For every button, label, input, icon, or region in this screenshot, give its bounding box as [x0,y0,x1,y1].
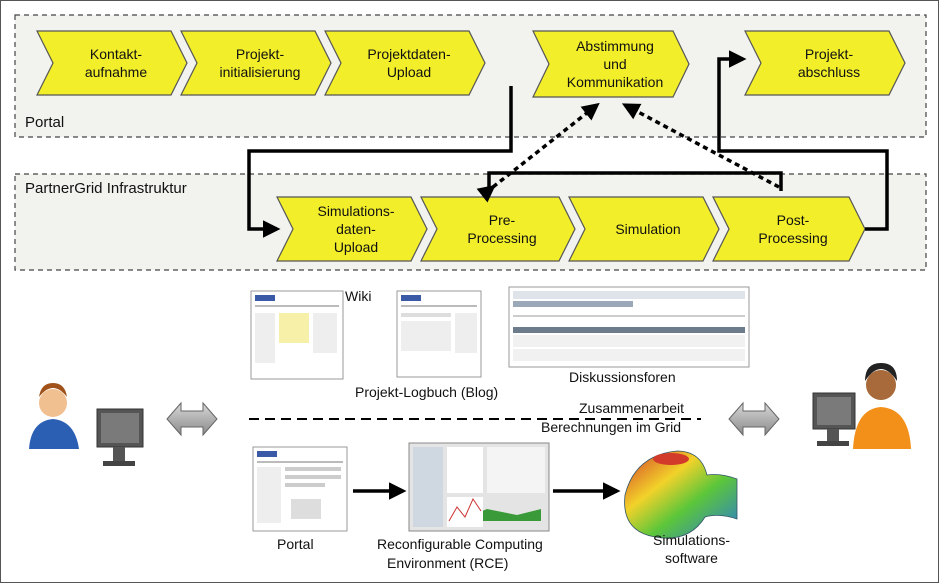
step-sim-label: Simulation [615,221,680,237]
double-arrow-right-icon [728,401,780,437]
step-post-label: Processing [758,230,827,246]
wiki-screenshot [250,290,344,380]
forum-label: Diskussionsforen [569,369,676,385]
step-abstimmung-label: Kommunikation [567,74,664,90]
step-abstimmung-label: und [603,56,626,72]
software-label-line1: Simulations- [653,532,730,548]
step-upload-label: Upload [387,64,431,80]
wiki-label: Wiki [345,288,371,304]
comm-pre-abstimmung [476,102,600,203]
step-abschluss-label: Projekt- [805,46,854,62]
user-right-icon [812,363,911,449]
comm-post-abstimmung [621,103,780,189]
step-simupload: Simulations-daten- Upload [276,196,428,262]
software-label-line2: software [665,550,718,566]
blog-screenshot [396,290,482,378]
step-kontakt-label: aufnahme [85,64,147,80]
step-simupload-shape [276,196,428,262]
portal-zone-label: Portal [25,114,64,131]
user-left-icon [29,383,144,466]
step-upload-shape [324,30,486,96]
blog-label: Projekt-Logbuch (Blog) [355,384,498,400]
infra-zone-label: PartnerGrid Infrastruktur [25,180,187,197]
step-simupload-label: Upload [334,239,378,255]
step-pre-label: Pre- [489,212,516,228]
step-pre-shape [420,196,576,262]
rce-label-line2: Environment (RCE) [387,555,508,571]
step-sim-shape [568,196,720,262]
forum-screenshot [508,286,750,368]
step-abschluss: Projekt-abschluss [744,30,906,96]
step-simupload-label: Simulations- [317,203,394,219]
step-post-label: Post- [777,212,810,228]
step-pre: Pre- Processing [420,196,576,262]
step-abstimmung-label: Abstimmung [576,38,654,54]
step-pre-label: Processing [467,230,536,246]
step-kontakt: Kontakt-aufnahme [36,30,188,96]
step-post: Post- Processing [712,196,866,262]
step-sim: Simulation [568,196,720,262]
step-simupload-label: daten- [336,221,376,237]
step-post-shape [712,196,866,262]
berechnungen-label: Berechnungen im Grid [541,419,681,435]
step-init: Projekt-initialisierung [180,30,332,96]
step-init-shape [180,30,332,96]
step-kontakt-label: Kontakt- [90,46,142,62]
step-abschluss-label: abschluss [798,64,860,80]
rce-label-line1: Reconfigurable Computing [377,536,543,552]
rce-screenshot [408,442,550,532]
step-kontakt-shape [36,30,188,96]
flow-post-to-abschluss [717,50,889,231]
step-upload-label: Projektdaten- [367,46,451,62]
step-abschluss-shape [744,30,906,96]
zusammenarbeit-label: Zusammenarbeit [579,400,684,416]
step-upload: Projektdaten- Upload [324,30,486,96]
portal-screenshot [252,446,348,532]
double-arrow-left-icon [166,401,218,437]
step-init-label: initialisierung [220,64,301,80]
portal-label: Portal [277,536,314,552]
step-abstimmung-shape [532,30,690,98]
process-chevrons: Kontakt-aufnahmeProjekt-initialisierungP… [36,30,906,262]
simulation-software-image [624,450,738,539]
step-init-label: Projekt- [236,46,285,62]
